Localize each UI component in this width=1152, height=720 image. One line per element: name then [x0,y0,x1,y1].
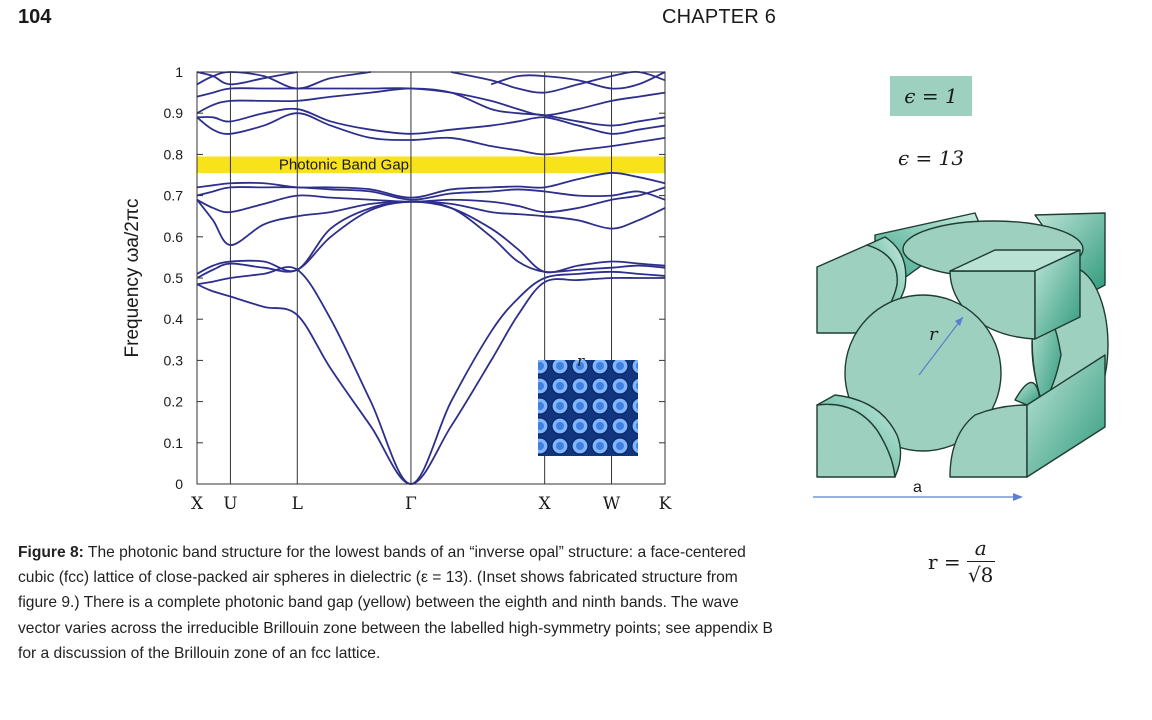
formula-fraction: a √8 [966,536,995,587]
band-16 [490,71,666,90]
band-5 [196,199,666,246]
x-tick-label-3: Γ [405,494,417,514]
band-12 [196,87,666,117]
x-tick-label-0: X [191,494,204,514]
y-axis-label: Frequency ωa/2πc [122,199,143,358]
formula-denominator: √8 [967,563,994,587]
epsilon-air-label: ϵ = 1 [890,76,972,116]
band-11 [196,87,666,127]
band-2 [196,266,666,485]
front-face-sphere [844,294,1002,452]
corner-bottom-left-side [816,394,902,478]
inset-image [538,360,638,456]
x-tick-label-5: W [603,494,621,514]
edge-arrowhead [1013,493,1023,501]
page-number: 104 [18,6,52,28]
band-9 [196,112,666,156]
y-tick-label-5: 0.5 [164,270,184,286]
radius-arrowhead [955,317,963,326]
corner-top-right-side [1034,249,1081,340]
band-14 [196,71,298,86]
y-tick-label-9: 0.9 [164,105,184,121]
y-tick-label-3: 0.3 [164,352,184,368]
y-tick-label-0: 0 [175,476,183,492]
corner-octant-bottom-right [949,404,1028,478]
inset-r-label: r [577,352,585,370]
formula-lhs: r = [928,549,961,574]
y-tick-label-4: 0.4 [164,311,184,327]
band-gap-label: Photonic Band Gap [279,157,409,174]
band-10 [196,107,666,135]
band-8 [196,172,666,199]
y-tick-label-8: 0.8 [164,146,184,162]
radius-formula: r = a √8 [928,536,995,587]
x-tick-label-4: X [539,494,552,514]
x-tick-label-2: L [292,494,303,514]
chapter-title: CHAPTER 6 [662,6,777,28]
band-3 [196,200,666,279]
corner-bottom-right-side [1026,354,1106,478]
x-tick-label-6: K [659,494,672,514]
y-tick-label-1: 0.1 [164,435,184,451]
y-tick-label-10: 1 [175,64,183,80]
formula-numerator: a [966,536,995,562]
band-gap-region [197,156,665,173]
x-tick-label-1: U [223,494,237,514]
band-1 [196,276,665,485]
band-7 [196,186,666,201]
edge-label: a [913,479,922,496]
caption-text: The photonic band structure for the lowe… [18,544,773,662]
fcc-cube-diagram: r a [813,212,1109,501]
y-tick-label-7: 0.7 [164,188,184,204]
figure-caption: Figure 8: The photonic band structure fo… [18,540,778,666]
y-tick-label-6: 0.6 [164,229,184,245]
band-15 [450,70,666,94]
caption-label: Figure 8: [18,544,84,561]
y-tick-label-2: 0.2 [164,394,184,410]
radius-arrow [918,316,964,376]
band-4 [196,200,666,275]
band-6 [196,186,666,214]
epsilon-dielectric-label: ϵ = 13 [898,146,965,170]
radius-label: r [929,324,939,345]
inset-photo: r [538,352,638,456]
